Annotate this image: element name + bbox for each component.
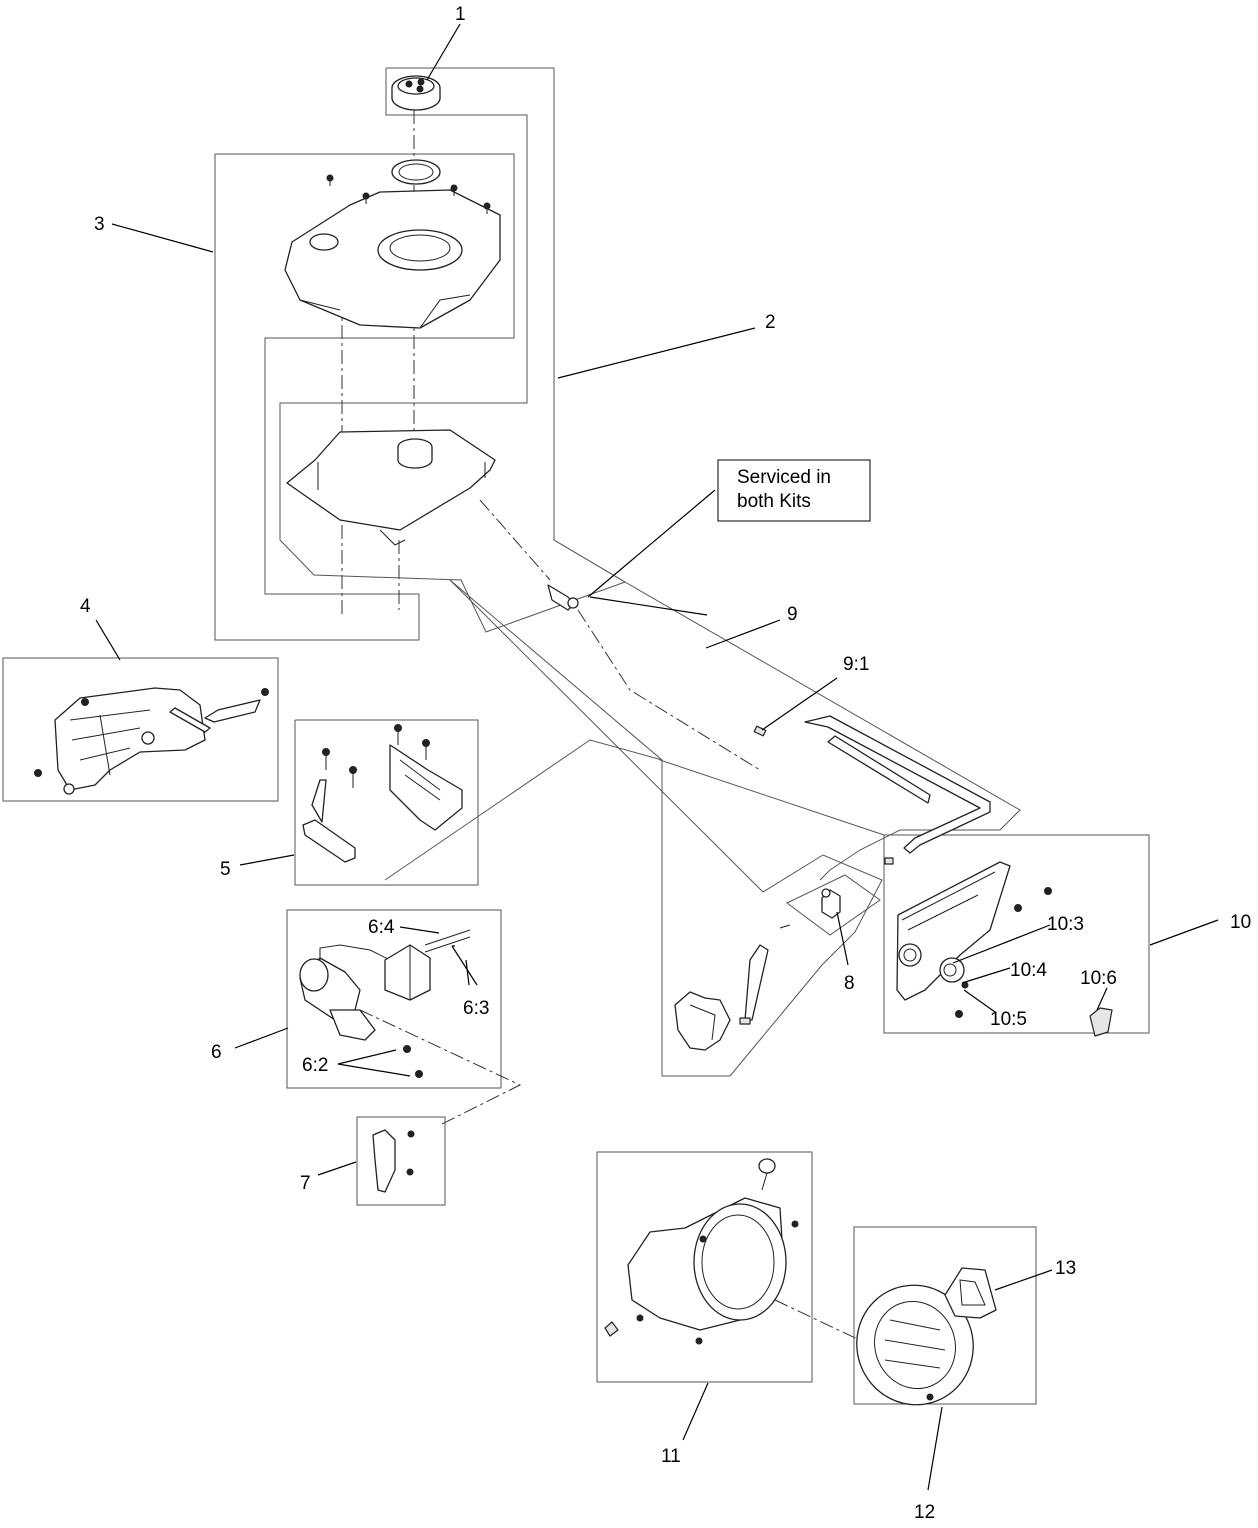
tank-shroud-part (284, 159, 501, 329)
serviced-note: Serviced in both Kits (717, 459, 871, 522)
callout-7: 7 (300, 1173, 311, 1194)
note-box (717, 459, 871, 522)
callout-10-4: 10:4 (1010, 960, 1047, 981)
callout-6-2: 6:2 (302, 1055, 328, 1076)
kit-7-outline (356, 1116, 446, 1206)
callout-labels: 1 2 3 4 5 6 6:2 6:3 6:4 7 8 9 9:1 10 10:… (80, 4, 1251, 1523)
callout-3: 3 (94, 214, 105, 235)
bracket-5-part (302, 724, 463, 863)
callout-6-4: 6:4 (368, 917, 395, 938)
note-line-2: both Kits (737, 491, 811, 512)
callout-6: 6 (211, 1042, 222, 1063)
callout-5: 5 (220, 859, 231, 880)
kit-4-outline (2, 657, 279, 802)
callout-8: 8 (844, 973, 855, 994)
fuel-tank-part (286, 429, 496, 546)
kit-3-outline (214, 153, 515, 641)
kit-6-outline (286, 909, 502, 1089)
callout-10-6: 10:6 (1080, 968, 1117, 989)
kit-5-link (384, 739, 663, 881)
callout-9: 9 (787, 604, 798, 625)
callout-12: 12 (914, 1502, 935, 1523)
fuel-lines-part (753, 715, 991, 865)
callout-9-1: 9:1 (843, 654, 869, 675)
callout-10-5: 10:5 (990, 1009, 1027, 1030)
callout-10: 10 (1230, 912, 1251, 933)
callout-6-3: 6:3 (463, 998, 489, 1019)
callout-10-3: 10:3 (1047, 914, 1084, 935)
callout-11: 11 (661, 1446, 681, 1467)
kit-10-link (659, 759, 885, 836)
kit-11-outline (596, 1151, 813, 1383)
callout-13: 13 (1055, 1258, 1076, 1279)
bracket-5-screws (322, 724, 430, 788)
kit-12-outline (853, 1226, 1037, 1405)
carburetor-part (674, 944, 769, 1051)
fuel-filter-part (547, 584, 579, 611)
fuel-shutoff-part (779, 888, 841, 929)
starter-motor-part (299, 929, 471, 1078)
callout-4: 4 (80, 596, 91, 617)
kit-10-outline (883, 834, 1150, 1034)
note-line-1: Serviced in (737, 467, 831, 488)
kit-2-outline (279, 67, 627, 633)
leader-lines (95, 23, 1219, 1491)
control-panel-part (896, 861, 1113, 1037)
kit-8-outline (449, 579, 883, 1077)
bracket-4-part (34, 687, 269, 795)
shroud-screws (326, 174, 491, 214)
bracket-7-part (372, 1129, 415, 1193)
callout-1: 1 (455, 4, 466, 25)
callout-2: 2 (765, 312, 776, 333)
blower-housing-part (604, 1158, 799, 1345)
kit-8-inner (786, 874, 881, 936)
recoil-starter-part (856, 1267, 997, 1406)
kit-outlines (2, 67, 1150, 1405)
kit-5-outline (294, 719, 479, 886)
fuel-cap-part (391, 75, 441, 111)
